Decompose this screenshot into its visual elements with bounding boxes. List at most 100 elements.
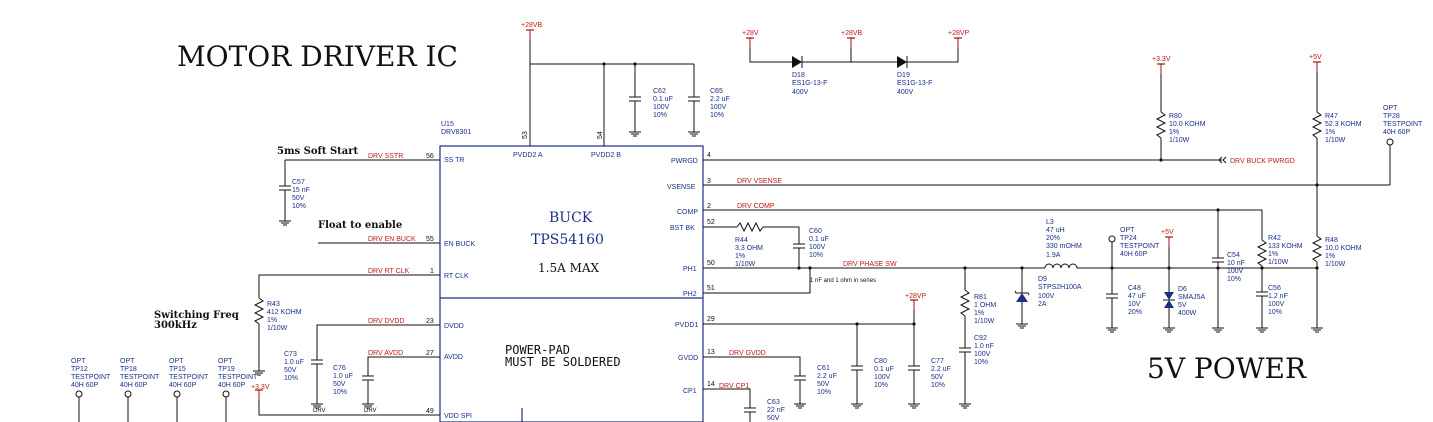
- r44-pwr: 1/10W: [735, 261, 756, 268]
- ic-ref: U15: [441, 121, 454, 128]
- r44-val: 3.3 OHM: [735, 245, 763, 252]
- tp24-ref: TP24: [1120, 235, 1137, 242]
- d9-v: 100V: [1038, 293, 1055, 300]
- r48-ref: R48: [1325, 237, 1338, 244]
- r44-tol: 1%: [735, 253, 745, 260]
- note-float: Float to enable: [318, 220, 402, 231]
- c92-val: 1.0 nF: [974, 343, 994, 350]
- c56-tol: 10%: [1268, 309, 1282, 316]
- pin-27: 27: [426, 350, 434, 357]
- d18-part: ES1G-13-F: [792, 80, 827, 87]
- pin-gvdd: GVDD: [678, 355, 698, 362]
- c48-tol: 20%: [1128, 309, 1142, 316]
- r81-val: 1 OHM: [974, 302, 996, 309]
- net-drv-comp: DRV COMP: [737, 203, 775, 210]
- title-motor-driver: MOTOR DRIVER IC: [177, 40, 458, 73]
- c60-v: 100V: [809, 244, 826, 251]
- net-drv-buck-pwrgd: DRV BUCK PWRGD: [1230, 158, 1295, 165]
- tp28-size: 40H 60P: [1383, 129, 1411, 136]
- tp15-size: 40H 60P: [169, 382, 197, 389]
- tp19-size: 40H 60P: [218, 382, 246, 389]
- net-drv-rt-clk: DRV RT CLK: [368, 268, 410, 275]
- c80-val: 0.1 uF: [874, 366, 894, 373]
- pwr-28vp-lower: +28VP: [905, 293, 927, 300]
- pin-52: 52: [707, 219, 715, 226]
- pin-pvdd2b: PVDD2 B: [591, 152, 621, 159]
- pin-rt-clk: RT CLK: [444, 273, 469, 280]
- tp24: OPT TP24 TESTPOINT 40H 60P: [1108, 227, 1160, 268]
- r48-pwr: 1/10W: [1325, 261, 1346, 268]
- c62-ref: C62: [653, 88, 666, 95]
- tp18: OPT TP18 TESTPOINT 40H 60P: [120, 358, 160, 422]
- r80-tol: 1%: [1169, 129, 1179, 136]
- r42-ref: R42: [1268, 235, 1281, 242]
- tp24-opt: OPT: [1120, 227, 1135, 234]
- r80-val: 10.0 KOHM: [1169, 121, 1206, 128]
- tp15: OPT TP15 TESTPOINT 40H 60P: [169, 358, 209, 422]
- gnd-drv-1: DRV: [313, 408, 326, 414]
- pin-pvdd1: PVDD1: [675, 322, 698, 329]
- tp12-size: 40H 60P: [71, 382, 99, 389]
- tp18-opt: OPT: [120, 358, 135, 365]
- c48-val: 47 uF: [1128, 293, 1146, 300]
- r81-tol: 1%: [974, 310, 984, 317]
- tp19-ref: TP19: [218, 366, 235, 373]
- c77-val: 2.2 uF: [931, 366, 951, 373]
- d19-v: 400V: [897, 89, 914, 96]
- d19-part: ES1G-13-F: [897, 80, 932, 87]
- tp12-type: TESTPOINT: [71, 374, 111, 381]
- d6-part: SMAJ5A: [1178, 294, 1206, 301]
- c48-v: 10V: [1128, 301, 1141, 308]
- note-power-pad: POWER-PAD: [505, 343, 570, 357]
- c76-tol: 10%: [333, 389, 347, 396]
- pin-avdd: AVDD: [444, 354, 463, 361]
- c63-v: 50V: [767, 415, 780, 422]
- pin-13: 13: [707, 349, 715, 356]
- c57-tol: 10%: [292, 203, 306, 210]
- c62-tol: 10%: [653, 112, 667, 119]
- pin-comp: COMP: [677, 209, 698, 216]
- c76-v: 50V: [333, 381, 346, 388]
- c54-v: 100V: [1227, 268, 1244, 275]
- d18-ref: D18: [792, 72, 805, 79]
- r47-pwr: 1/10W: [1325, 137, 1346, 144]
- c76-val: 1.0 uF: [333, 373, 353, 380]
- c56-ref: C56: [1268, 285, 1281, 292]
- pin-pwrgd: PWRGD: [671, 158, 698, 165]
- net-drv-vsense: DRV VSENSE: [737, 178, 782, 185]
- c76-ref: C76: [333, 365, 346, 372]
- pin-4: 4: [707, 152, 711, 159]
- tp15-opt: OPT: [169, 358, 184, 365]
- r47-ref: R47: [1325, 113, 1338, 120]
- d18-v: 400V: [792, 89, 809, 96]
- tp19: OPT TP19 TESTPOINT 40H 60P: [218, 358, 258, 422]
- pin-ss-tr: SS TR: [444, 157, 465, 164]
- net-drv-phase-sw: DRV PHASE SW: [843, 261, 897, 268]
- tp28-opt: OPT: [1383, 105, 1398, 112]
- pin-55: 55: [426, 236, 434, 243]
- tp18-ref: TP18: [120, 366, 137, 373]
- r43-ref: R43: [267, 301, 280, 308]
- pin-54: 54: [597, 131, 604, 139]
- c48-ref: C48: [1128, 285, 1141, 292]
- c92-ref: C92: [974, 335, 987, 342]
- net-drv-cp1: DRV CP1: [719, 383, 749, 390]
- r42-pwr: 1/10W: [1268, 259, 1289, 266]
- c60-tol: 10%: [809, 252, 823, 259]
- c54-tol: 10%: [1227, 276, 1241, 283]
- tp19-opt: OPT: [218, 358, 233, 365]
- note-series: 1 nF and 1 ohm in series: [810, 278, 876, 284]
- pin-en-buck: EN BUCK: [444, 241, 475, 248]
- pwr-3v3-r80: +3.3V: [1152, 56, 1171, 63]
- c62-val: 0.1 uF: [653, 96, 673, 103]
- c92-tol: 10%: [974, 359, 988, 366]
- c65-ref: C65: [710, 88, 723, 95]
- d6-w: 400W: [1178, 310, 1197, 317]
- note-switch-freq-value: 300kHz: [154, 320, 197, 331]
- c73-tol: 10%: [284, 375, 298, 382]
- net-drv-dvdd: DRV DVDD: [368, 318, 404, 325]
- pin-cp1: CP1: [683, 388, 697, 395]
- c77-v: 50V: [931, 374, 944, 381]
- pin-vdd-spi: VDD SPI: [444, 413, 472, 420]
